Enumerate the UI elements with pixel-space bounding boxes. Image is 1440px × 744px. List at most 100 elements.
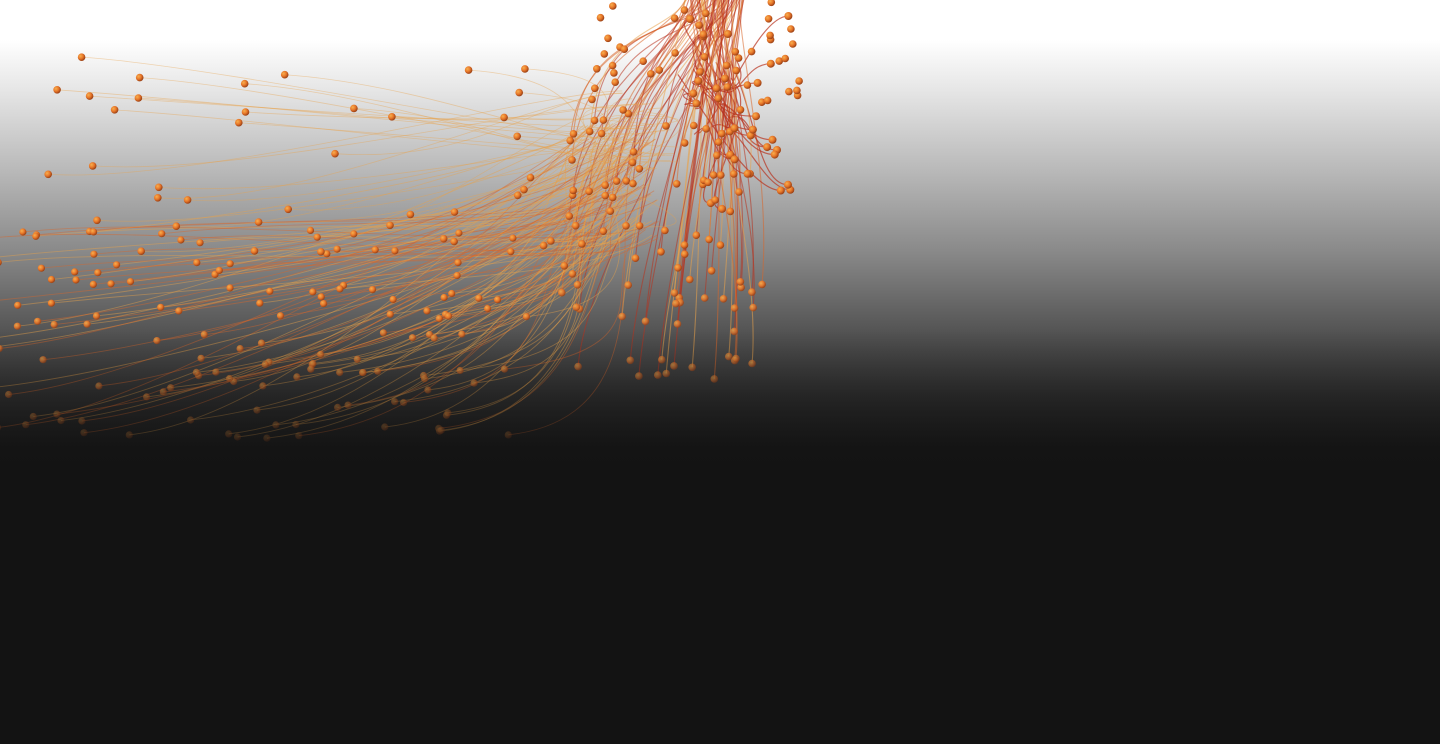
strand-line <box>156 123 617 342</box>
particle-dot <box>624 281 632 289</box>
particle-dot <box>735 188 743 196</box>
particle-dot <box>95 382 103 390</box>
strand-line <box>89 194 598 232</box>
particle-dot <box>226 260 234 268</box>
strand-line <box>604 0 698 196</box>
particle-dot <box>266 287 274 295</box>
particle-dot <box>197 354 205 362</box>
particle-dot <box>71 268 79 276</box>
particle-dot <box>620 45 629 53</box>
particle-dot <box>353 355 361 363</box>
particle-dot <box>702 9 710 18</box>
particle-dot <box>722 61 731 70</box>
particle-dot <box>635 165 644 173</box>
strand-line <box>0 176 585 338</box>
particle-dot <box>766 59 775 68</box>
particle-dot <box>259 382 267 390</box>
strand-line <box>627 0 715 286</box>
particle-dot <box>718 129 726 138</box>
particle-dot <box>359 369 367 377</box>
particle-dot <box>435 315 443 323</box>
strand-line <box>41 228 599 269</box>
strand-line <box>712 0 725 134</box>
particle-dot <box>381 423 389 431</box>
particle-dot <box>714 94 723 103</box>
particle-dot <box>379 329 387 337</box>
strand-line <box>17 182 619 306</box>
particle-dot <box>93 216 101 225</box>
particle-dot <box>608 61 617 70</box>
particle-dot <box>257 339 266 347</box>
particle-dot <box>400 398 408 407</box>
strand-line <box>577 0 740 367</box>
particle-dot <box>157 303 165 311</box>
particle-dot <box>566 136 574 145</box>
particle-dot <box>126 278 135 286</box>
strand-line <box>681 88 697 106</box>
particle-dot <box>694 77 703 85</box>
strand-line <box>569 0 702 141</box>
strand-line <box>74 235 603 273</box>
particle-dot <box>391 247 399 255</box>
strand-line <box>568 0 701 217</box>
particle-dot <box>292 420 300 429</box>
particle-dot <box>597 129 606 138</box>
particle-dot <box>90 250 98 258</box>
strand-line <box>96 186 637 317</box>
particle-dot <box>558 288 566 297</box>
particle-dot <box>250 247 259 255</box>
strand-line <box>310 170 612 231</box>
particle-dot <box>456 366 464 375</box>
particle-dot <box>793 86 801 95</box>
particle-dot <box>72 276 80 284</box>
particle-dot <box>674 264 682 272</box>
particle-dot <box>388 113 396 121</box>
strand-line <box>644 0 709 322</box>
particle-dot <box>520 185 528 194</box>
strand-line <box>199 220 653 244</box>
particle-dot <box>167 384 175 392</box>
particle-dot <box>313 233 321 241</box>
particle-dot <box>34 317 42 325</box>
particle-dot <box>770 150 779 159</box>
particle-dot <box>716 241 725 249</box>
particle-dot <box>263 434 271 442</box>
strand-line <box>110 190 655 285</box>
particle-dot <box>692 231 701 239</box>
particle-dot <box>47 275 56 284</box>
strand-line <box>631 0 733 163</box>
particle-dot <box>450 208 459 216</box>
particle-dot <box>767 0 776 7</box>
particle-dot <box>448 289 456 298</box>
particle-dot <box>371 246 379 254</box>
particle-dot <box>423 307 431 315</box>
particle-dot <box>717 171 725 179</box>
particle-dot <box>513 191 522 200</box>
particle-dot <box>215 266 223 274</box>
particle-dot <box>795 77 803 85</box>
particle-dot <box>734 54 743 62</box>
particle-dot <box>37 264 46 272</box>
particle-dot <box>113 261 121 269</box>
strand-line <box>504 103 649 121</box>
particle-dot <box>450 237 458 246</box>
strand-line <box>48 90 623 176</box>
particle-dot <box>389 295 397 303</box>
particle-dot <box>374 367 382 375</box>
particle-dot <box>143 393 151 401</box>
strand-line <box>22 221 659 239</box>
strand-line <box>326 173 621 255</box>
particle-dot <box>85 92 94 100</box>
particle-dot <box>670 14 679 22</box>
particle-dot <box>515 88 523 97</box>
particle-dot <box>610 69 618 77</box>
strand-line <box>512 222 602 241</box>
strand-line <box>633 0 690 152</box>
particle-dot <box>464 66 473 74</box>
strand-line <box>229 168 593 289</box>
particle-dot <box>730 304 739 312</box>
particle-dot <box>789 40 797 48</box>
particle-dot <box>568 270 577 278</box>
particle-dot <box>743 169 752 178</box>
